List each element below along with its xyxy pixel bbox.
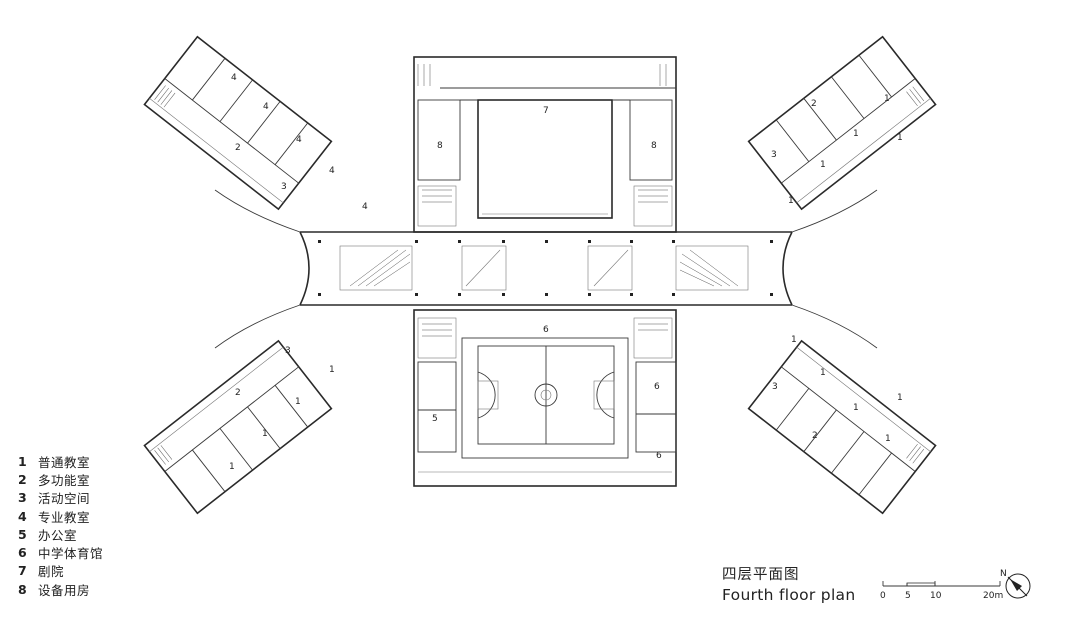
scale-tick-label: 0 <box>880 591 886 601</box>
room-label: 1 <box>853 129 859 139</box>
plan-caption: 四层平面图 Fourth floor plan <box>722 563 855 604</box>
room-label: 4 <box>263 102 269 112</box>
room-label: 1 <box>262 429 268 439</box>
room-label: 3 <box>281 182 287 192</box>
legend-number: 2 <box>18 471 27 487</box>
room-label: 1 <box>295 397 301 407</box>
room-labels: 4 4 4 4 4 2 3 1 2 1 3 1 1 1 3 1 1 2 1 1 … <box>229 73 903 472</box>
legend: 1 普通教室 2 多功能室 3 活动空间 4 专业教室 5 办公室 6 中学体育… <box>18 452 103 598</box>
room-label: 1 <box>897 133 903 143</box>
room-label: 2 <box>235 143 241 153</box>
room-label: 1 <box>884 94 890 104</box>
room-label: 3 <box>772 382 778 392</box>
legend-number: 7 <box>18 563 27 579</box>
north-block <box>413 56 677 233</box>
room-label: 7 <box>543 106 549 116</box>
room-label: 1 <box>229 462 235 472</box>
caption-title-cn: 四层平面图 <box>722 567 800 583</box>
legend-label: 专业教室 <box>38 509 91 525</box>
room-label: 8 <box>651 141 657 151</box>
sw-wing <box>143 339 333 515</box>
room-label: 1 <box>788 196 794 206</box>
scale-tick-label: 5 <box>905 591 911 601</box>
north-label: N <box>1000 569 1007 579</box>
legend-label: 活动空间 <box>38 491 91 507</box>
scale-bar: 0 5 10 20m <box>880 581 1003 601</box>
room-label: 2 <box>811 99 817 109</box>
legend-item: 6 中学体育馆 <box>18 543 103 561</box>
se-wing <box>747 339 937 515</box>
legend-item: 4 专业教室 <box>18 507 103 525</box>
legend-number: 4 <box>18 508 27 524</box>
north-arrow-icon: N <box>1000 569 1031 599</box>
room-label: 1 <box>853 403 859 413</box>
ne-wing <box>747 35 937 211</box>
legend-item: 1 普通教室 <box>18 452 103 470</box>
caption-title-en: Fourth floor plan <box>722 586 856 604</box>
legend-item: 2 多功能室 <box>18 470 103 488</box>
room-label: 1 <box>329 365 335 375</box>
legend-number: 3 <box>18 490 27 506</box>
legend-number: 8 <box>18 581 27 597</box>
room-label: 4 <box>362 202 368 212</box>
room-label: 6 <box>543 325 549 335</box>
scale-tick-label: 10 <box>930 591 942 601</box>
room-label: 4 <box>329 166 335 176</box>
legend-item: 3 活动空间 <box>18 489 103 507</box>
legend-item: 5 办公室 <box>18 525 103 543</box>
legend-label: 办公室 <box>38 527 78 543</box>
legend-number: 5 <box>18 526 27 542</box>
south-block <box>413 309 677 487</box>
legend-item: 7 剧院 <box>18 562 103 580</box>
legend-label: 剧院 <box>38 564 65 580</box>
room-label: 1 <box>885 434 891 444</box>
room-label: 4 <box>296 135 302 145</box>
room-label: 8 <box>437 141 443 151</box>
room-label: 1 <box>897 393 903 403</box>
room-label: 6 <box>654 382 660 392</box>
room-label: 2 <box>235 388 241 398</box>
legend-number: 1 <box>18 453 27 469</box>
room-label: 2 <box>812 431 818 441</box>
nw-wing <box>143 35 333 211</box>
room-label: 5 <box>432 414 438 424</box>
legend-label: 普通教室 <box>38 454 91 470</box>
legend-number: 6 <box>18 545 27 561</box>
room-label: 1 <box>820 160 826 170</box>
legend-label: 设备用房 <box>38 582 91 598</box>
legend-label: 中学体育馆 <box>38 546 104 562</box>
scale-tick-label: 20m <box>983 591 1003 601</box>
room-label: 1 <box>791 335 797 345</box>
room-label: 4 <box>231 73 237 83</box>
room-label: 3 <box>771 150 777 160</box>
room-label: 6 <box>656 451 662 461</box>
room-label: 1 <box>820 368 826 378</box>
legend-item: 8 设备用房 <box>18 580 103 598</box>
room-label: 3 <box>285 346 291 356</box>
legend-label: 多功能室 <box>38 472 91 488</box>
